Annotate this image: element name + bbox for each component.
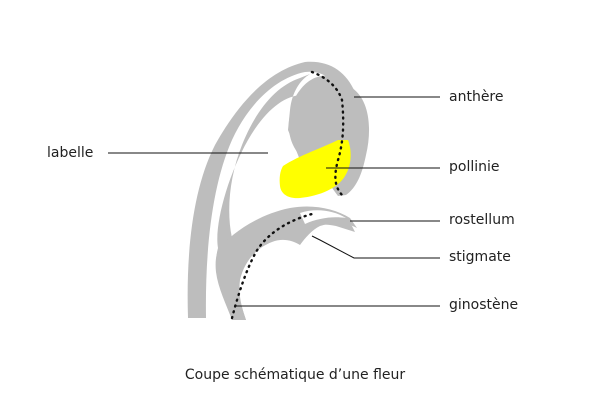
pollinia-shape bbox=[279, 140, 351, 199]
label-ginostene: ginostène bbox=[449, 297, 519, 313]
label-rostellum: rostellum bbox=[449, 212, 515, 228]
label-pollinie: pollinie bbox=[449, 159, 500, 175]
leader-lines bbox=[108, 96, 440, 307]
column-dotted-outline bbox=[230, 70, 345, 320]
label-anthere: anthère bbox=[449, 89, 504, 105]
label-stigmate: stigmate bbox=[449, 249, 511, 265]
leader-stigmate bbox=[311, 235, 440, 259]
stigma-base-shape bbox=[215, 206, 357, 320]
diagram-caption: Coupe schématique d’une fleur bbox=[184, 367, 406, 383]
label-labelle: labelle bbox=[47, 145, 94, 161]
